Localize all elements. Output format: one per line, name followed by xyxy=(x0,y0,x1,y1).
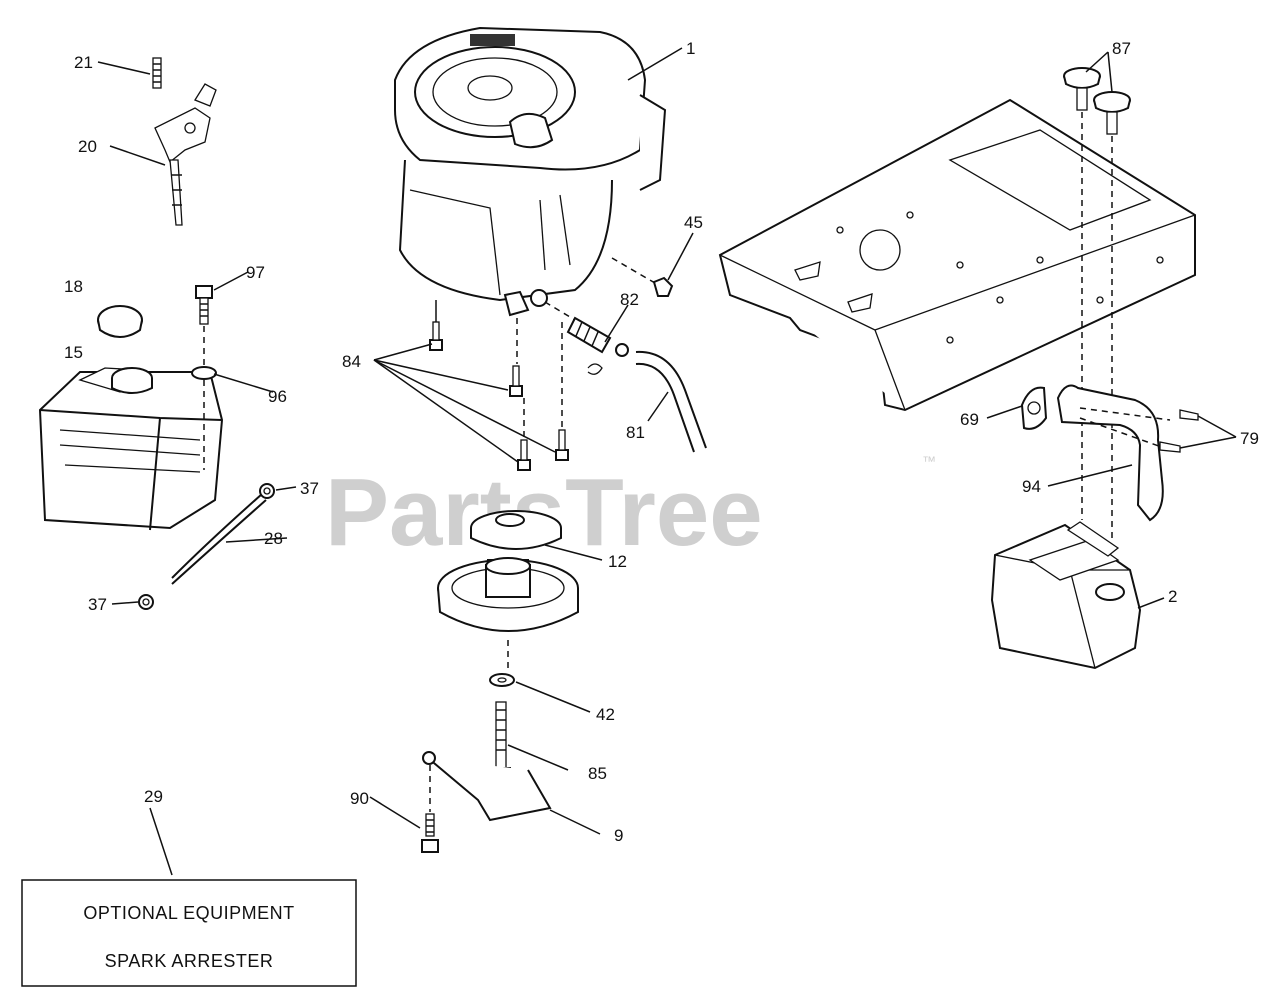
callout-28: 28 xyxy=(264,529,283,548)
fuel-cap-part[interactable] xyxy=(97,305,143,338)
callout-1: 1 xyxy=(686,39,695,58)
exhaust-pipe-part[interactable] xyxy=(1056,384,1164,522)
callout-82: 82 xyxy=(620,290,639,309)
watermark-text: PartsTree xyxy=(325,459,763,566)
hose-clamp-lower-part[interactable] xyxy=(138,594,154,610)
callout-42: 42 xyxy=(596,705,615,724)
spring-nut-part[interactable] xyxy=(421,813,439,853)
callout-94: 94 xyxy=(1022,477,1041,496)
callout-97: 97 xyxy=(246,263,265,282)
frame-bolts-part[interactable] xyxy=(1063,67,1131,135)
callout-37-upper: 37 xyxy=(300,479,319,498)
callout-84: 84 xyxy=(342,352,361,371)
callout-18: 18 xyxy=(64,277,83,296)
callout-45: 45 xyxy=(684,213,703,232)
frame-plate-part[interactable] xyxy=(718,98,1196,412)
callout-69: 69 xyxy=(960,410,979,429)
fuel-tank-part[interactable] xyxy=(38,367,224,531)
gasket-part[interactable] xyxy=(1020,386,1048,430)
hose-clamp-upper-part[interactable] xyxy=(259,483,275,499)
optional-equipment-label: OPTIONAL EQUIPMENT xyxy=(83,903,294,923)
tank-bolt-part[interactable] xyxy=(195,285,213,325)
callout-12: 12 xyxy=(608,552,627,571)
callout-87: 87 xyxy=(1112,39,1131,58)
callout-96: 96 xyxy=(268,387,287,406)
callout-21: 21 xyxy=(74,53,93,72)
optional-equipment-box: OPTIONAL EQUIPMENT SPARK ARRESTER xyxy=(21,879,357,987)
washer-part[interactable] xyxy=(191,366,217,380)
engine-bolts-part[interactable] xyxy=(429,321,569,471)
callout-85: 85 xyxy=(588,764,607,783)
engine-part[interactable] xyxy=(394,26,667,322)
callout-9: 9 xyxy=(614,826,623,845)
pulley-part[interactable] xyxy=(437,510,579,632)
callout-37-lower: 37 xyxy=(88,595,107,614)
callout-79: 79 xyxy=(1240,429,1259,448)
callout-2: 2 xyxy=(1168,587,1177,606)
exhaust-screws-part[interactable] xyxy=(1159,409,1199,453)
callout-29: 29 xyxy=(144,787,163,806)
watermark-trademark: ™ xyxy=(922,453,936,469)
bracket-part[interactable] xyxy=(427,757,552,822)
callout-81: 81 xyxy=(626,423,645,442)
nut-part[interactable] xyxy=(652,276,674,297)
spark-arrester-label: SPARK ARRESTER xyxy=(105,951,274,971)
fuel-fitting-part[interactable] xyxy=(566,316,629,375)
fuel-line-part[interactable] xyxy=(171,493,263,579)
callout-15: 15 xyxy=(64,343,83,362)
muffler-part[interactable] xyxy=(990,521,1142,670)
callout-90: 90 xyxy=(350,789,369,808)
callout-20: 20 xyxy=(78,137,97,156)
throttle-control-part[interactable] xyxy=(152,57,217,226)
pulley-washer-part[interactable] xyxy=(489,673,515,687)
